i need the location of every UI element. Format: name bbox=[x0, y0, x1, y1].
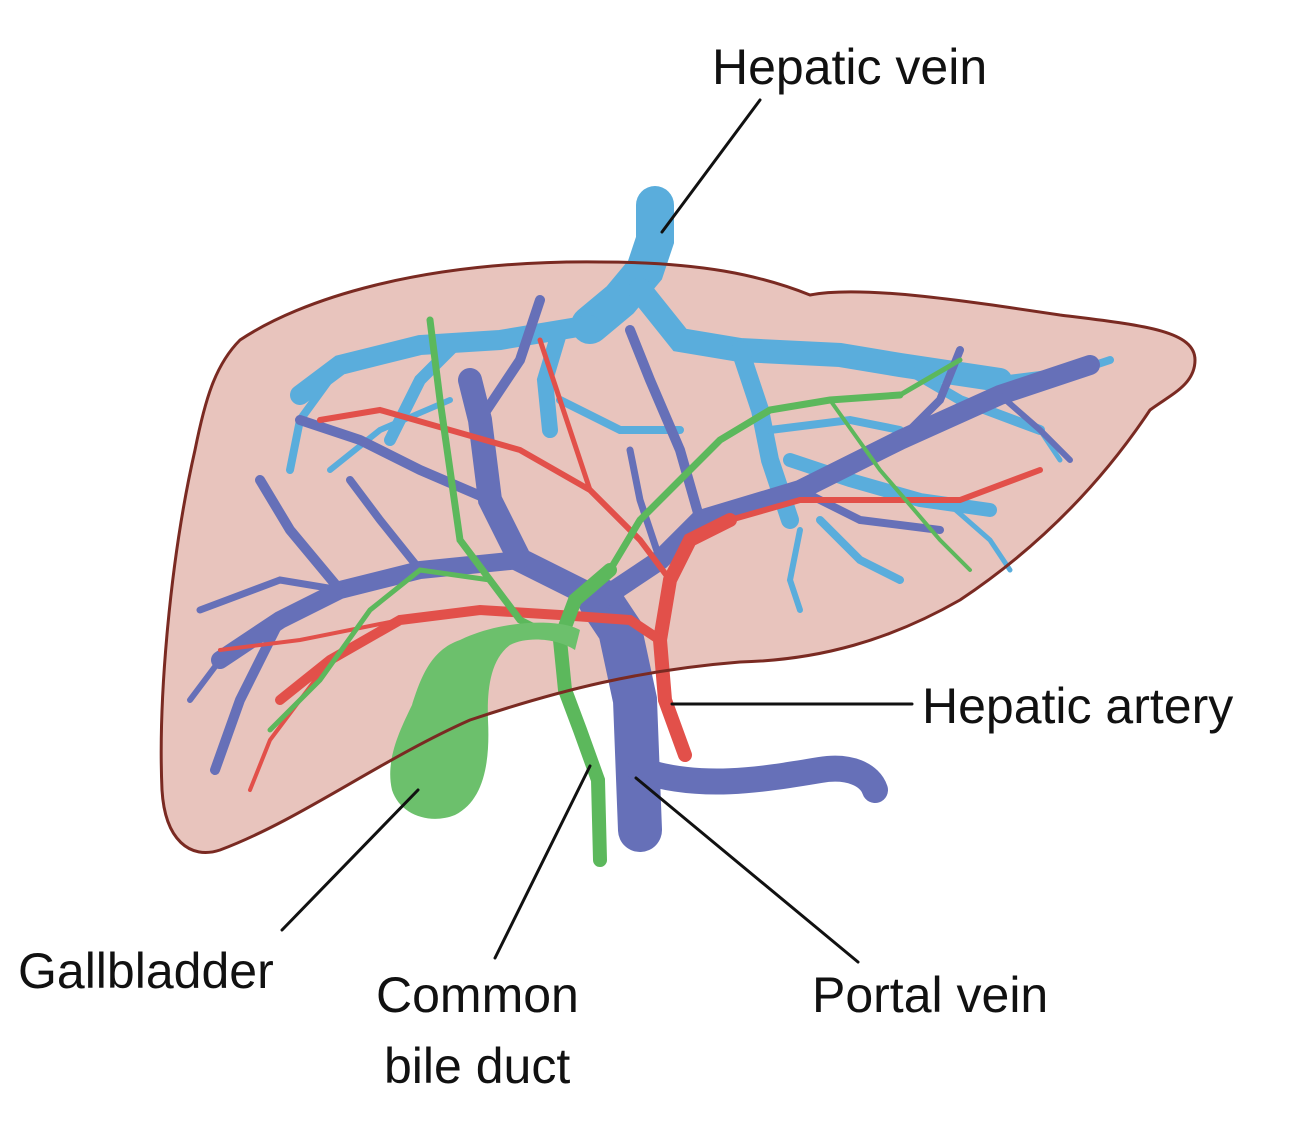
common-bile-duct-label-line2: bile duct bbox=[384, 1038, 570, 1094]
common-bile-duct-leader bbox=[493, 764, 592, 960]
portal-vein-label: Portal vein bbox=[812, 967, 1048, 1023]
common-bile-duct-label-line1: Common bbox=[376, 967, 579, 1023]
gallbladder-label: Gallbladder bbox=[18, 943, 274, 999]
hepatic-artery-tree bbox=[218, 337, 1043, 792]
hepatic-artery-label: Hepatic artery bbox=[922, 678, 1233, 734]
hepatic-vein-label: Hepatic vein bbox=[712, 39, 987, 95]
hepatic-vein-leader bbox=[660, 98, 762, 234]
hepatic-vein-tree bbox=[286, 186, 1114, 613]
portal-vein-tree bbox=[187, 295, 1100, 852]
gallbladder-leader bbox=[280, 788, 420, 932]
liver-outline bbox=[159, 260, 1197, 854]
gallbladder-shape bbox=[390, 622, 580, 819]
portal-vein-leader bbox=[634, 776, 860, 964]
